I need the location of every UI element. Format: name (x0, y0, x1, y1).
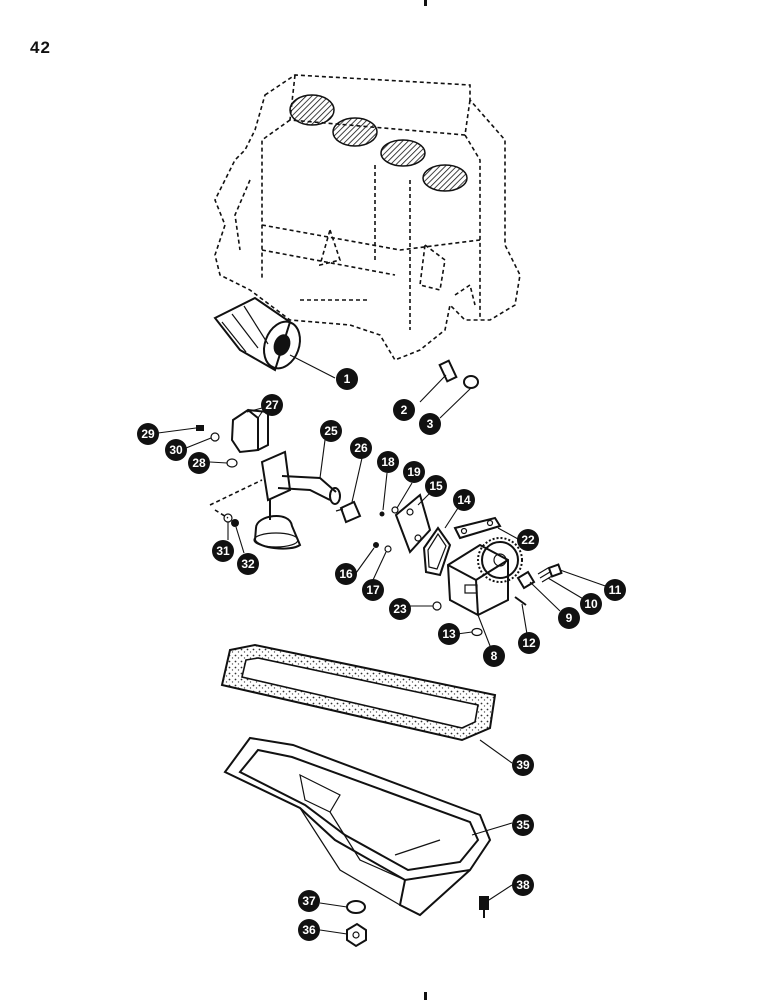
callout-14-label: 14 (457, 493, 471, 507)
callout-17-label: 17 (366, 583, 380, 597)
callout-10: 10 (580, 593, 602, 615)
bolt-38 (479, 896, 489, 918)
oil-pan (223, 736, 492, 917)
washer-17 (384, 545, 392, 553)
plug-11 (547, 563, 563, 578)
pump-cover-plate (394, 493, 432, 554)
callout-25: 25 (320, 420, 342, 442)
callout-23: 23 (389, 598, 411, 620)
callout-26: 26 (350, 437, 372, 459)
o-ring-23 (432, 601, 442, 611)
pump-gasket (422, 526, 452, 577)
callout-38-label: 38 (516, 878, 530, 892)
callout-14: 14 (453, 489, 475, 511)
callout-12-label: 12 (522, 636, 536, 650)
callout-36: 36 (298, 919, 320, 941)
callout-27-label: 27 (265, 398, 279, 412)
callout-15: 15 (425, 475, 447, 497)
oil-pan-gasket (220, 643, 497, 742)
callout-18: 18 (377, 451, 399, 473)
callout-16-label: 16 (339, 567, 353, 581)
callout-23-label: 23 (393, 602, 407, 616)
screw-18 (379, 511, 385, 517)
callout-11: 11 (604, 579, 626, 601)
callout-19-label: 19 (407, 465, 421, 479)
callout-9: 9 (558, 607, 580, 629)
callout-13-label: 13 (442, 627, 456, 641)
callout-25-label: 25 (324, 424, 338, 438)
oil-pump (446, 537, 523, 617)
callout-12: 12 (518, 632, 540, 654)
washer-28 (226, 458, 238, 468)
callout-39: 39 (512, 754, 534, 776)
callout-9-label: 9 (566, 611, 573, 625)
bolt-part-2 (438, 359, 458, 383)
seal-13 (471, 627, 483, 637)
callout-3: 3 (419, 413, 441, 435)
callout-1-label: 1 (344, 372, 351, 386)
page-number: 42 (30, 38, 51, 57)
callout-10-label: 10 (584, 597, 598, 611)
callout-19: 19 (403, 461, 425, 483)
screw-16 (373, 542, 379, 548)
spring-9 (516, 570, 536, 590)
callout-32-label: 32 (241, 557, 255, 571)
drain-plug-36 (346, 922, 367, 948)
drain-washer-37 (346, 900, 366, 914)
callout-16: 16 (335, 563, 357, 585)
callout-2: 2 (393, 399, 415, 421)
callout-11-label: 11 (609, 583, 622, 597)
callout-36-label: 36 (302, 923, 316, 937)
callout-32: 32 (237, 553, 259, 575)
callout-31-label: 31 (216, 544, 230, 558)
engine-block (214, 74, 521, 361)
spring-10 (537, 567, 553, 583)
callout-28: 28 (188, 452, 210, 474)
nut-32 (231, 519, 239, 527)
callout-22-label: 22 (521, 533, 535, 547)
callout-35-label: 35 (516, 818, 530, 832)
fitting-26 (335, 500, 362, 524)
callout-13: 13 (438, 623, 460, 645)
callout-17: 17 (362, 579, 384, 601)
callout-3-label: 3 (427, 417, 434, 431)
washer-19 (391, 506, 399, 514)
bracket-27 (230, 408, 269, 454)
callout-28-label: 28 (192, 456, 206, 470)
callout-22: 22 (517, 529, 539, 551)
callout-38: 38 (512, 874, 534, 896)
callout-30: 30 (165, 439, 187, 461)
callout-8-label: 8 (491, 649, 498, 663)
callout-37: 37 (298, 890, 320, 912)
callout-29-label: 29 (141, 427, 155, 441)
bottom-tick-mark (424, 992, 427, 1000)
callout-26-label: 26 (354, 441, 368, 455)
callout-29: 29 (137, 423, 159, 445)
callout-35: 35 (512, 814, 534, 836)
leader-lines (157, 354, 612, 935)
callout-30-label: 30 (169, 443, 183, 457)
callout-27: 27 (261, 394, 283, 416)
callout-31: 31 (212, 540, 234, 562)
oil-filter (213, 296, 301, 372)
callout-2-label: 2 (401, 403, 408, 417)
callout-39-label: 39 (516, 758, 530, 772)
washer-part-3 (463, 375, 479, 389)
top-tick-mark (424, 0, 427, 6)
callout-37-label: 37 (302, 894, 316, 908)
bolt-29 (196, 425, 204, 431)
callout-18-label: 18 (381, 455, 395, 469)
callout-8: 8 (483, 645, 505, 667)
plate-22 (453, 516, 502, 540)
callout-1: 1 (336, 368, 358, 390)
washer-30 (210, 432, 220, 442)
callout-15-label: 15 (429, 479, 443, 493)
pin-12 (514, 596, 527, 606)
